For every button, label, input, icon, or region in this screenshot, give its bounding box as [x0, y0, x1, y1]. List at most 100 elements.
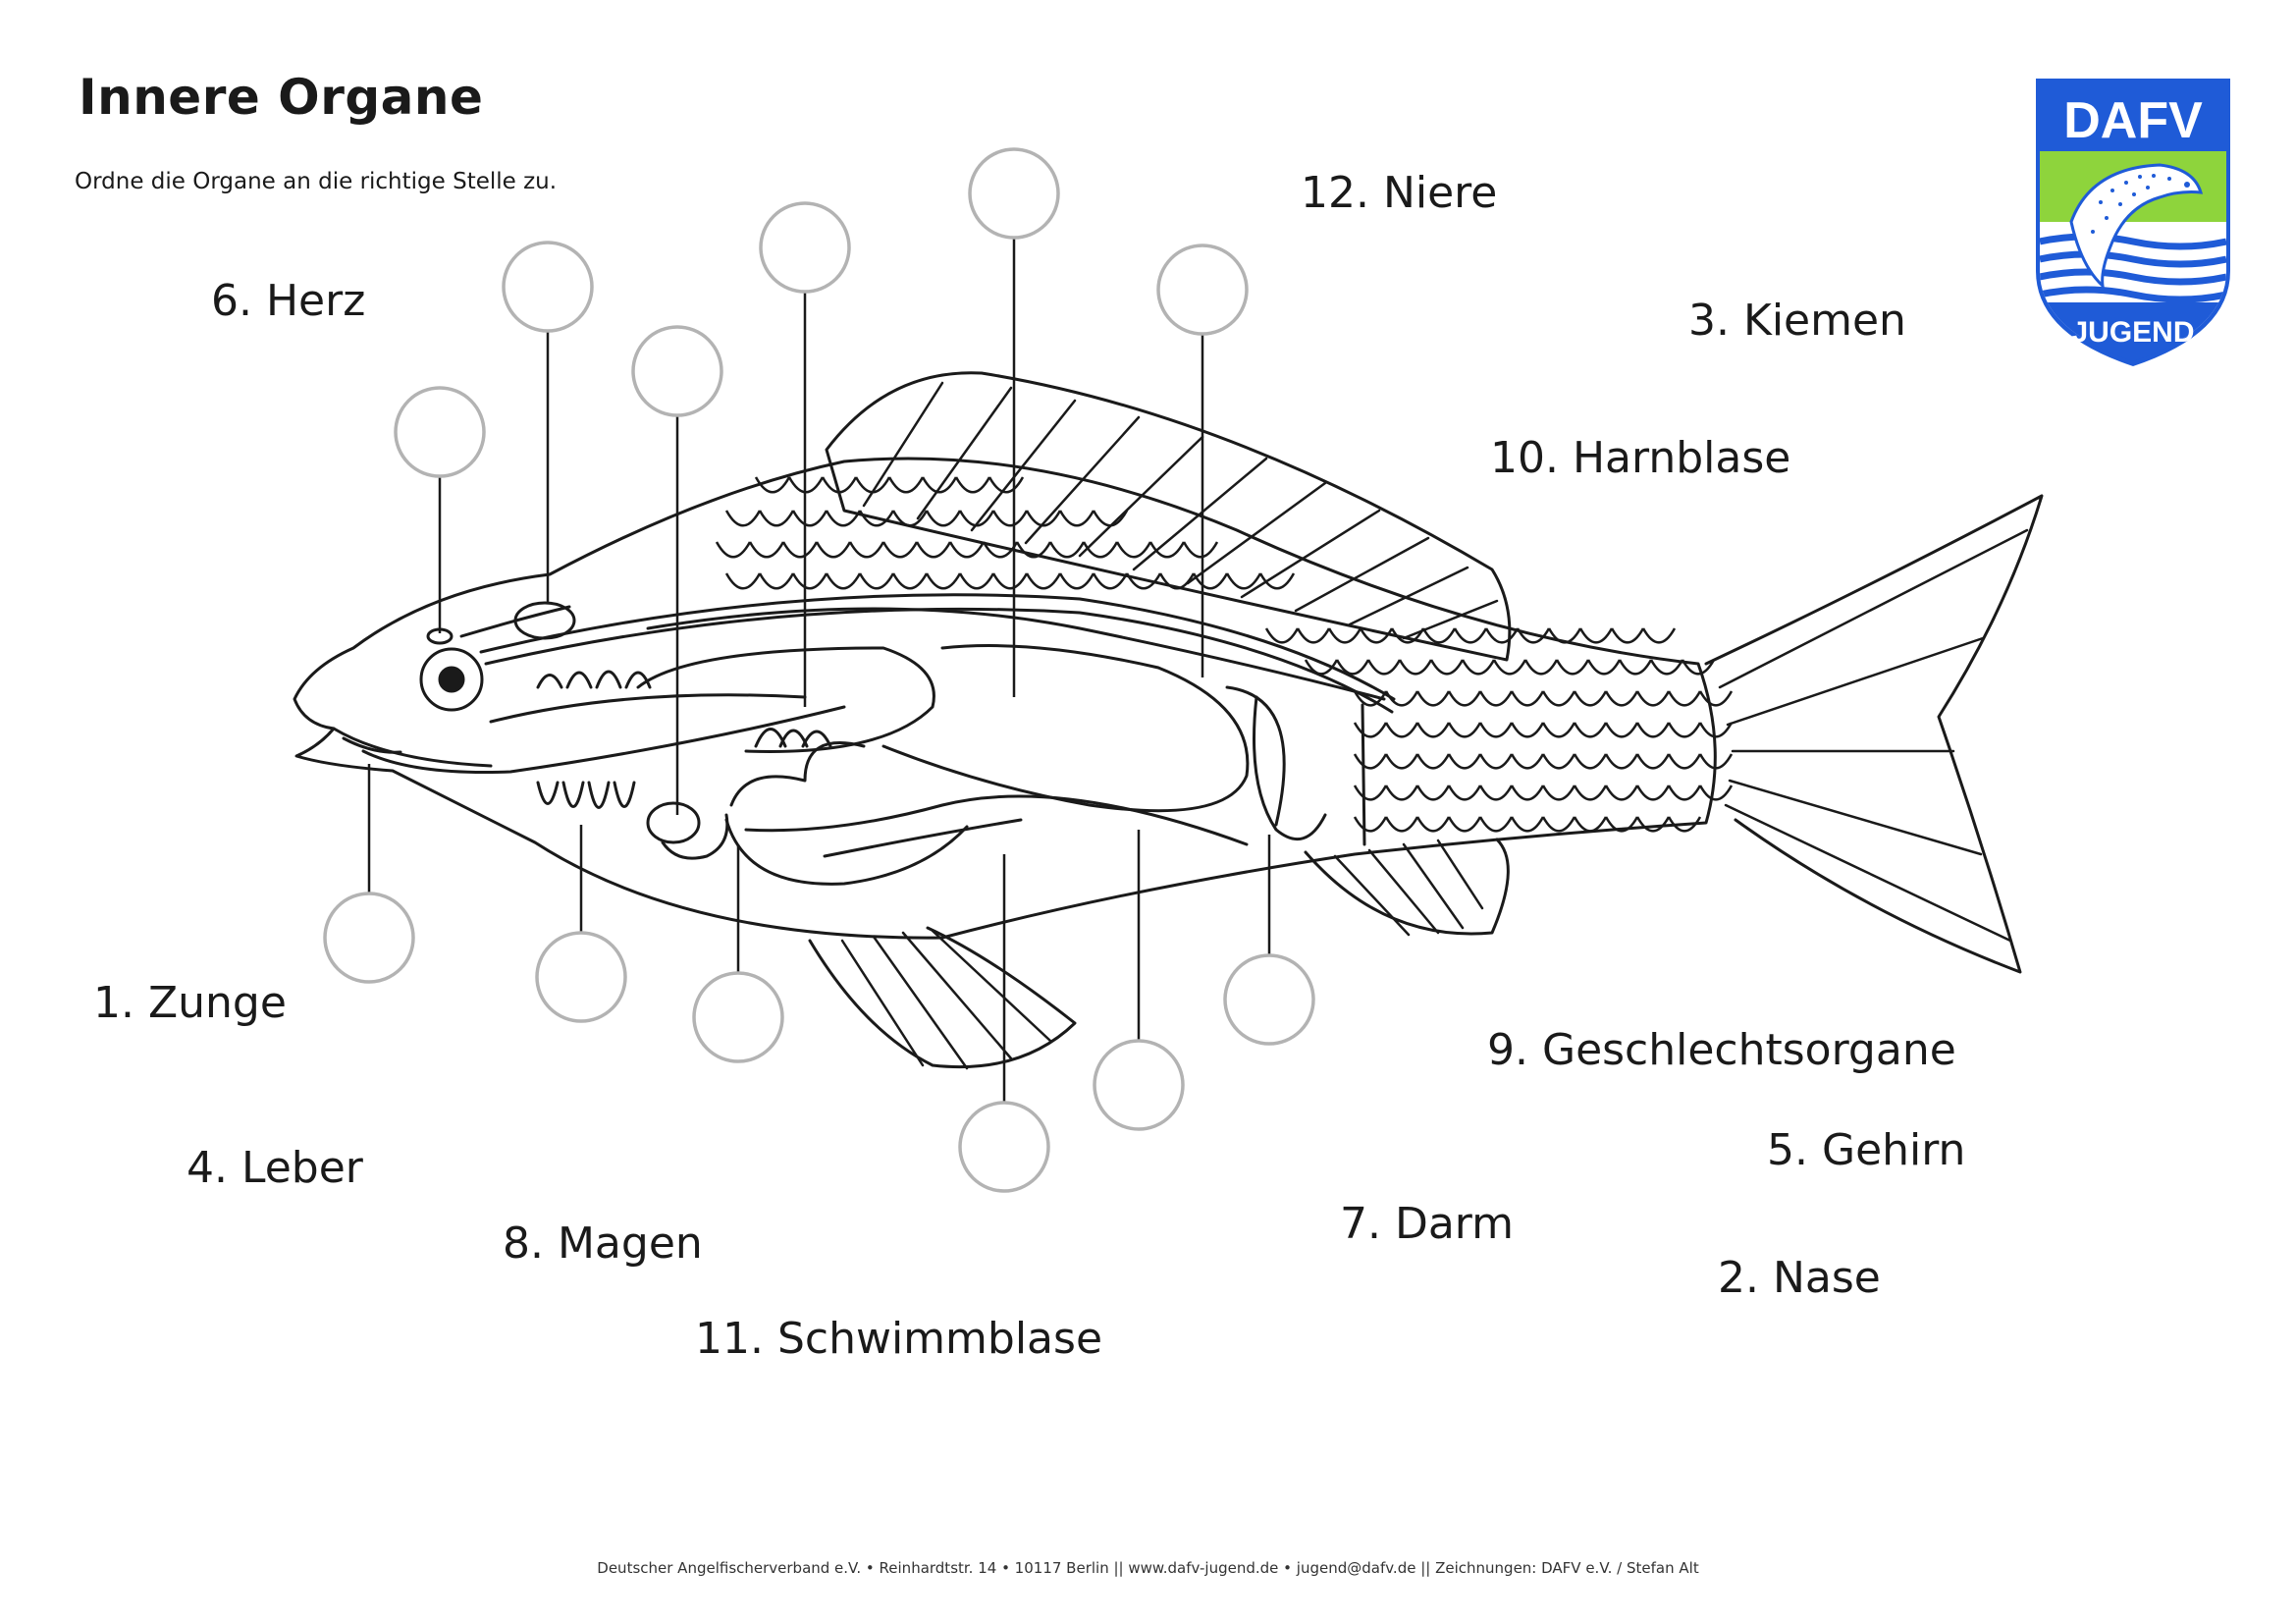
scale: [1604, 753, 1639, 770]
scale: [925, 510, 962, 527]
scale: [887, 476, 925, 494]
gills-upper: [536, 670, 652, 689]
answer-circle[interactable]: [968, 147, 1060, 240]
scale: [1478, 722, 1514, 738]
answer-circle[interactable]: [692, 971, 784, 1063]
scale: [1158, 572, 1196, 590]
scale: [1415, 816, 1451, 833]
answer-circle[interactable]: [1223, 953, 1315, 1046]
scale: [1258, 572, 1296, 590]
scale: [858, 572, 895, 590]
label-niere[interactable]: 12. Niere: [1301, 168, 1498, 218]
scale: [1555, 659, 1590, 676]
scale: [1025, 510, 1062, 527]
scale: [1492, 659, 1527, 676]
scale: [1478, 690, 1514, 707]
scale: [1649, 659, 1684, 676]
trout-icon: [2069, 163, 2204, 290]
scale: [1604, 816, 1639, 833]
scale: [954, 476, 991, 494]
scale: [1429, 659, 1465, 676]
pelvic-fin: [808, 926, 1077, 1069]
answer-circle[interactable]: [323, 892, 415, 984]
scale: [1510, 785, 1545, 801]
fish-body-outline: [293, 457, 1717, 940]
answer-circle[interactable]: [1156, 244, 1249, 336]
scale: [1510, 753, 1545, 770]
answer-circle[interactable]: [502, 241, 594, 333]
scale: [715, 541, 752, 559]
scale: [1635, 785, 1671, 801]
scale: [1604, 722, 1639, 738]
scale: [991, 510, 1029, 527]
dorsal-fin: [825, 371, 1512, 662]
scale: [1667, 753, 1702, 770]
answer-circle[interactable]: [394, 386, 486, 478]
scale: [791, 510, 828, 527]
scale: [1304, 659, 1339, 676]
scale: [1453, 627, 1488, 644]
scale: [1398, 659, 1433, 676]
scale: [724, 572, 762, 590]
scale: [921, 476, 958, 494]
scale: [1667, 690, 1702, 707]
scale: [1510, 722, 1545, 738]
scale: [1353, 753, 1388, 770]
scale: [1573, 722, 1608, 738]
label-gehirn[interactable]: 5. Gehirn: [1767, 1125, 1966, 1175]
scale: [1225, 572, 1262, 590]
scale: [1359, 627, 1394, 644]
answer-circle[interactable]: [1093, 1039, 1185, 1131]
label-leber[interactable]: 4. Leber: [187, 1143, 363, 1193]
page-title: Innere Organe: [79, 69, 484, 126]
scale: [791, 572, 828, 590]
label-nase[interactable]: 2. Nase: [1718, 1253, 1881, 1303]
scale: [1478, 816, 1514, 833]
scale: [724, 510, 762, 527]
scale: [758, 572, 795, 590]
scale: [1447, 722, 1482, 738]
label-magen[interactable]: 8. Magen: [503, 1218, 703, 1269]
scale: [1296, 627, 1331, 644]
scale: [1667, 722, 1702, 738]
label-darm[interactable]: 7. Darm: [1340, 1199, 1514, 1249]
scale: [1115, 541, 1152, 559]
scale: [1698, 753, 1734, 770]
scale: [958, 510, 995, 527]
answer-circle[interactable]: [631, 325, 723, 417]
answer-circle[interactable]: [958, 1101, 1050, 1193]
scale: [1667, 816, 1702, 833]
answer-circle[interactable]: [759, 201, 851, 294]
scale: [758, 510, 795, 527]
answer-circle[interactable]: [535, 931, 627, 1023]
scale: [1366, 659, 1402, 676]
scale: [1604, 785, 1639, 801]
scale: [1353, 785, 1388, 801]
scale: [891, 510, 929, 527]
caudal-fin: [1704, 494, 2044, 974]
scale: [815, 541, 852, 559]
label-kiemen[interactable]: 3. Kiemen: [1688, 296, 1906, 346]
scale: [1353, 816, 1388, 833]
scale: [1541, 722, 1576, 738]
scale: [1447, 785, 1482, 801]
label-harnblase[interactable]: 10. Harnblase: [1490, 433, 1791, 483]
scale: [1335, 659, 1370, 676]
scale: [1264, 627, 1300, 644]
scale: [1390, 627, 1425, 644]
scale: [1478, 753, 1514, 770]
fish-eye: [419, 647, 484, 712]
scale: [1635, 690, 1671, 707]
scale: [1415, 690, 1451, 707]
scale: [925, 572, 962, 590]
scale: [1384, 816, 1419, 833]
label-geschlechtsorgane[interactable]: 9. Geschlechtsorgane: [1487, 1025, 1956, 1075]
scale: [1148, 541, 1186, 559]
scale: [1510, 816, 1545, 833]
label-schwimmblase[interactable]: 11. Schwimmblase: [695, 1314, 1103, 1364]
label-herz[interactable]: 6. Herz: [211, 276, 366, 326]
label-zunge[interactable]: 1. Zunge: [93, 978, 287, 1028]
scale: [1523, 659, 1559, 676]
scale: [821, 476, 858, 494]
scale: [958, 572, 995, 590]
